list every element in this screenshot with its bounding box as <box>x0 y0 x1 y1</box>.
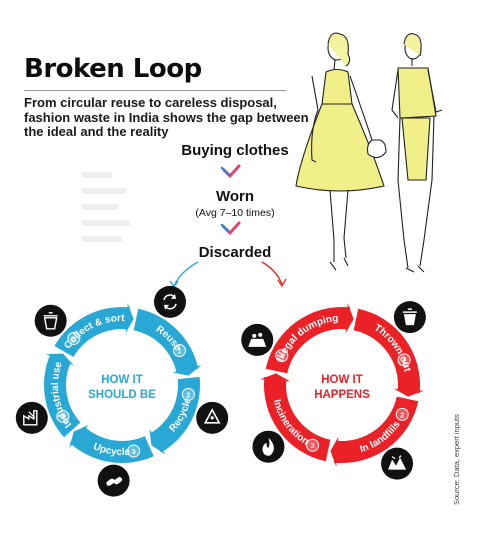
dump-icon <box>241 323 274 356</box>
step-number: 4 <box>275 349 289 363</box>
step-number: 2 <box>395 407 409 421</box>
step-number: 2 <box>181 387 195 401</box>
step-number: 1 <box>397 353 411 367</box>
page-title: Broken Loop <box>24 54 202 84</box>
arrowhead-right <box>277 278 287 288</box>
svg-text:4: 4 <box>61 412 66 421</box>
cycle-center-line1: HOW IT <box>321 374 363 386</box>
step-number: 1 <box>172 343 186 357</box>
fire-icon <box>252 430 285 463</box>
flow-buying-clothes: Buying clothes <box>181 142 289 159</box>
fashion-figure-dress <box>295 32 387 271</box>
flow-worn: Worn <box>215 188 255 205</box>
page-subtitle: From circular reuse to careless disposal… <box>24 95 309 139</box>
source-note: Source: Data, expert inputs <box>452 414 461 505</box>
svg-text:2: 2 <box>400 410 404 419</box>
flow-discarded: Discarded <box>198 244 272 261</box>
cycle-center-line2: SHOULD BE <box>88 389 156 401</box>
flow-worn-note: (Avg 7–10 times) <box>195 207 275 219</box>
svg-text:3: 3 <box>311 441 315 450</box>
trash-can-icon <box>393 301 426 334</box>
check-icon <box>220 221 241 236</box>
step-number: 4 <box>56 409 70 423</box>
split-arrow-right <box>261 261 283 285</box>
cycle-center-line1: HOW IT <box>101 374 143 386</box>
factory-icon <box>15 401 48 434</box>
step-number: 3 <box>127 444 141 458</box>
recycle-icon <box>196 401 229 434</box>
check-icon <box>220 164 241 179</box>
refresh-arrows-icon <box>154 285 186 318</box>
svg-text:3: 3 <box>132 447 136 456</box>
collect-bin-icon <box>34 304 67 337</box>
svg-text:4: 4 <box>280 352 285 361</box>
cycle-center-line2: HAPPENS <box>314 389 370 401</box>
step-number: 3 <box>306 438 320 452</box>
svg-text:5: 5 <box>72 334 76 343</box>
svg-text:1: 1 <box>402 356 406 365</box>
landfill-icon <box>381 447 414 480</box>
fashion-figure-suit <box>391 33 443 273</box>
step-number: 5 <box>67 331 81 345</box>
split-arrow-left <box>173 261 199 287</box>
background-pattern <box>82 168 142 276</box>
title-divider <box>24 90 286 91</box>
pills-icon <box>97 464 130 497</box>
svg-text:2: 2 <box>186 390 190 399</box>
svg-text:1: 1 <box>177 346 181 355</box>
